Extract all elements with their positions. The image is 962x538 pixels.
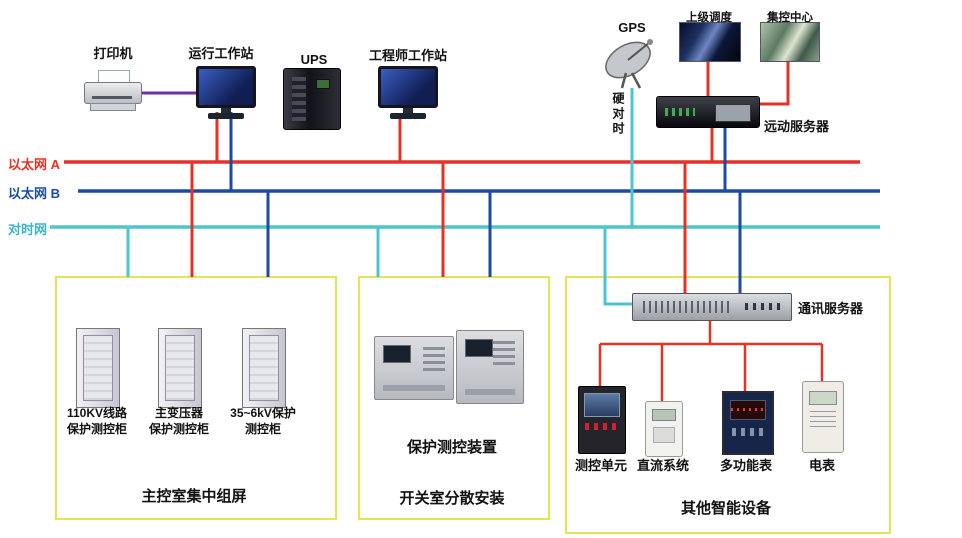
label-line: 保护测控柜 bbox=[148, 421, 209, 436]
printer-icon bbox=[84, 70, 142, 112]
upper-dispatch-label: 上级调度 bbox=[686, 12, 732, 24]
device-keys bbox=[423, 347, 445, 373]
telecontrol-server-label: 远动服务器 bbox=[764, 119, 830, 134]
upper-dispatch-photo bbox=[679, 22, 741, 62]
energy-meter-label: 电表 bbox=[808, 458, 835, 473]
cabinet-door bbox=[83, 335, 113, 401]
measurement-unit-icon bbox=[578, 386, 626, 454]
monitor-neck bbox=[221, 108, 231, 113]
device-screen bbox=[383, 345, 411, 363]
switchgear-room-caption: 开关室分散安装 bbox=[399, 490, 505, 507]
hard-time-sync-label: 硬对时 bbox=[611, 92, 625, 137]
device-keys bbox=[493, 341, 515, 367]
multifunction-meter-label: 多功能表 bbox=[719, 458, 772, 473]
cabinet-110kv-icon bbox=[76, 328, 120, 408]
label-line: 110KV线路 bbox=[66, 406, 128, 420]
printer-label: 打印机 bbox=[93, 46, 133, 61]
ups-label: UPS bbox=[300, 52, 328, 67]
multifunction-meter-icon bbox=[722, 391, 774, 455]
protection-device-label: 保护测控装置 bbox=[406, 439, 497, 456]
operator-monitor-icon bbox=[196, 66, 256, 120]
cabinet-110kv-label: 110KV线路 保护测控柜 bbox=[57, 406, 137, 437]
cabinet-door bbox=[165, 335, 195, 401]
dc-system-icon bbox=[645, 401, 683, 457]
device-strip bbox=[465, 389, 515, 395]
telecontrol-server-icon bbox=[656, 96, 760, 128]
protection-device-icon-1 bbox=[374, 336, 454, 400]
device-screen bbox=[465, 339, 493, 357]
device-lcd bbox=[730, 400, 766, 420]
main-control-room-caption: 主控室集中组屏 bbox=[141, 488, 247, 505]
device-button bbox=[653, 427, 675, 443]
central-control-link bbox=[760, 60, 790, 106]
ups-front-panel bbox=[292, 77, 306, 121]
server-front-panel bbox=[715, 104, 751, 122]
device-buttons bbox=[585, 423, 619, 430]
satellite-dish-icon bbox=[605, 39, 653, 89]
label-line: 保护测控柜 bbox=[66, 421, 127, 436]
protection-device-icon-2 bbox=[456, 330, 524, 404]
printer-slot bbox=[92, 96, 132, 99]
measurement-unit-label: 测控单元 bbox=[574, 458, 627, 473]
label-line: 35~6kV保护 bbox=[230, 406, 296, 420]
engineer-station-label: 工程师工作站 bbox=[368, 48, 447, 63]
cabinet-transformer-icon bbox=[158, 328, 202, 408]
central-control-photo bbox=[760, 22, 820, 62]
monitor-base bbox=[208, 113, 244, 119]
device-lcd bbox=[652, 409, 676, 421]
monitor-neck bbox=[403, 108, 413, 113]
cabinet-35kv-icon bbox=[242, 328, 286, 408]
bus-label-ethernet-a: 以太网 A bbox=[8, 157, 61, 172]
monitor-base bbox=[390, 113, 426, 119]
gps-label: GPS bbox=[618, 20, 646, 35]
dc-system-label: 直流系统 bbox=[636, 458, 689, 473]
engineer-monitor-icon bbox=[378, 66, 438, 120]
device-keys bbox=[732, 428, 764, 436]
label-line: 测控柜 bbox=[244, 421, 281, 436]
printer-tray bbox=[90, 103, 136, 111]
energy-meter-icon bbox=[802, 381, 844, 453]
cabinet-transformer-label: 主变压器 保护测控柜 bbox=[139, 406, 219, 437]
device-screen bbox=[584, 393, 620, 417]
monitor-screen bbox=[378, 66, 438, 108]
operator-station-label: 运行工作站 bbox=[188, 46, 254, 61]
device-lcd bbox=[809, 391, 837, 405]
gps-dish-icon bbox=[600, 36, 662, 95]
ups-led bbox=[316, 79, 330, 89]
cabinet-35kv-label: 35~6kV保护 测控柜 bbox=[223, 406, 303, 437]
printer-body bbox=[84, 82, 142, 104]
cabinet-door bbox=[249, 335, 279, 401]
comm-server-icon bbox=[632, 293, 792, 321]
other-smart-devices-caption: 其他智能设备 bbox=[680, 500, 771, 517]
bus-label-ethernet-b: 以太网 B bbox=[8, 186, 61, 201]
device-markings bbox=[810, 411, 836, 427]
monitor-screen bbox=[196, 66, 256, 108]
server-led-lights bbox=[665, 108, 695, 116]
comm-server-label: 通讯服务器 bbox=[798, 301, 864, 316]
server-vents bbox=[643, 301, 733, 313]
server-ports bbox=[745, 303, 781, 310]
label-line: 主变压器 bbox=[154, 406, 203, 420]
device-strip bbox=[383, 385, 445, 391]
central-control-label: 集控中心 bbox=[767, 12, 813, 24]
ups-icon bbox=[283, 68, 341, 130]
bus-label-time-sync: 对时网 bbox=[8, 222, 48, 237]
